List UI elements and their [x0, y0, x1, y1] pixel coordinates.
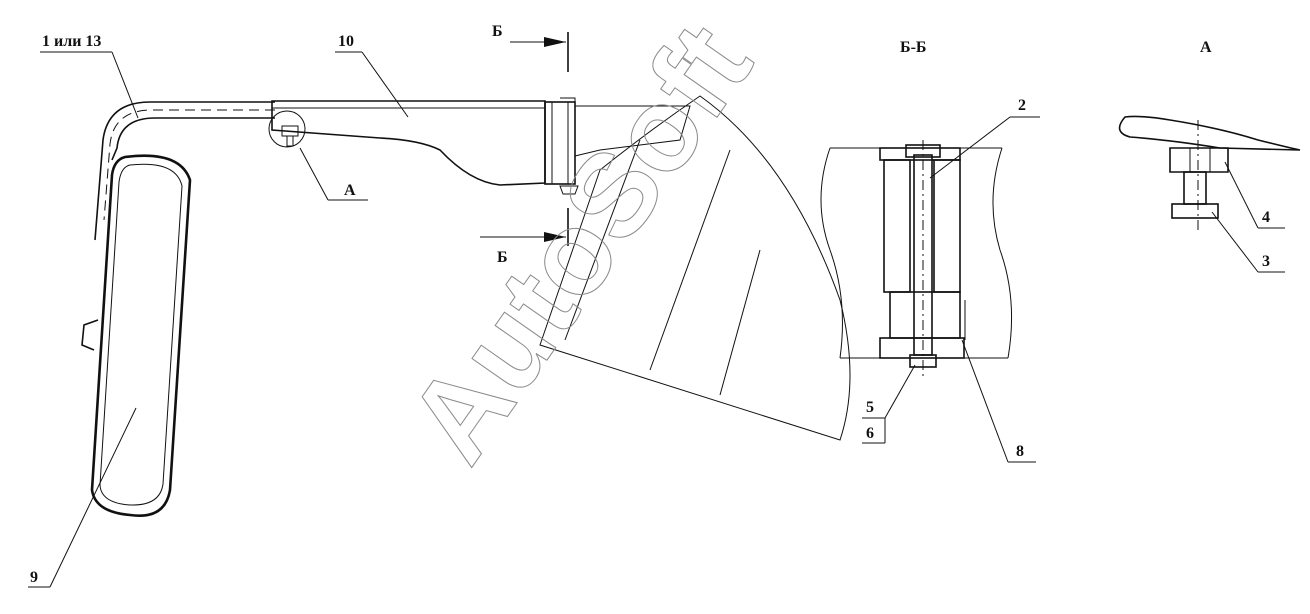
view-a-detail [1118, 115, 1301, 230]
label-part-9: 9 [30, 569, 38, 586]
car-body-outline [539, 95, 851, 441]
label-detail-a: А [344, 182, 356, 199]
mirror-bracket-arm [271, 100, 546, 186]
label-part-1-13: 1 или 13 [42, 33, 101, 50]
label-section-b-bottom: Б [497, 249, 508, 266]
label-part-3: 3 [1262, 253, 1270, 270]
watermark: AutoSoft [383, 1, 777, 485]
label-part-4: 4 [1262, 209, 1270, 226]
mirror-head [81, 154, 192, 518]
label-part-6: 6 [866, 425, 874, 442]
label-part-10: 10 [338, 33, 354, 50]
view-a-title: А [1200, 39, 1212, 56]
label-section-b-top: Б [492, 23, 503, 40]
section-bb-view [820, 140, 1013, 380]
mirror-rod [94, 101, 275, 241]
label-part-8: 8 [1016, 443, 1024, 460]
label-part-2: 2 [1018, 97, 1026, 114]
callouts: 1 или 13 10 А Б Б 9 Б-Б А 2 5 6 8 [28, 23, 1285, 588]
main-view [81, 95, 851, 518]
label-part-5: 5 [866, 399, 874, 416]
section-bb-title: Б-Б [900, 39, 926, 56]
detail-a-marker [268, 110, 306, 148]
section-cut-marks [480, 32, 569, 246]
